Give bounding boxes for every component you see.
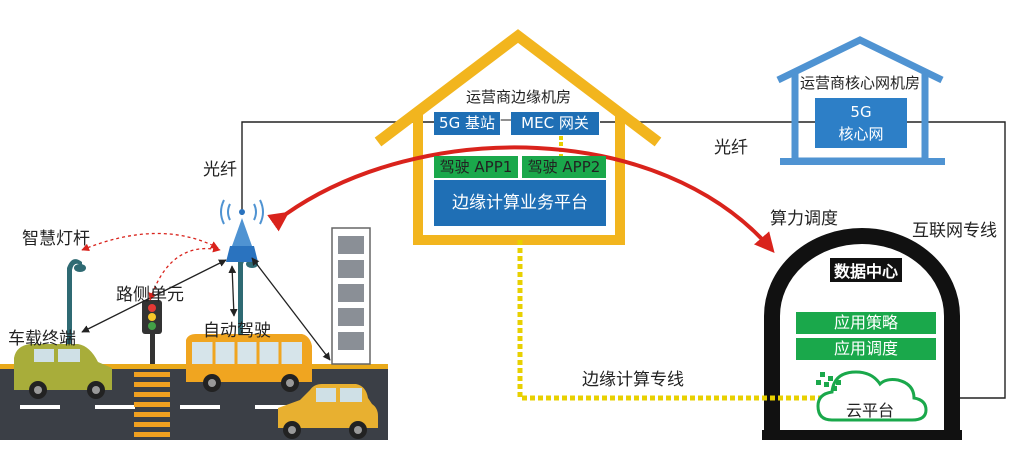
- fiber-label-right: 光纤: [714, 138, 748, 158]
- mec-gateway-box: MEC 网关: [511, 112, 599, 135]
- compute-dispatch-arrow: [267, 145, 775, 254]
- core-room-house: [776, 36, 945, 165]
- rsu-dashed-links: [81, 232, 221, 301]
- base-station-box: 5G 基站: [434, 112, 500, 135]
- app-policy-label: 应用策略: [833, 313, 898, 332]
- cloud-platform-label: 云平台: [846, 401, 895, 420]
- street-scene: [0, 199, 388, 440]
- building: [331, 227, 371, 365]
- vehicle-car-yellow: [278, 384, 378, 439]
- compute-dispatch-label: 算力调度: [770, 209, 838, 229]
- data-center-title: 数据中心: [830, 258, 903, 282]
- dash-separator: —: [500, 112, 514, 128]
- signal-tower-icon: [220, 199, 264, 262]
- smart-pole-label: 智慧灯杆: [22, 229, 90, 249]
- core-network-box: 5G 核心网: [815, 98, 907, 148]
- fiber-line-left: [241, 121, 436, 215]
- fiber-lines: [241, 121, 1006, 399]
- vehicle-car-olive: [14, 344, 112, 399]
- roadside-unit-label: 路侧单元: [116, 285, 184, 305]
- app2-box: 驾驶 APP2: [522, 156, 606, 178]
- edge-platform-label: 边缘计算业务平台: [452, 193, 588, 213]
- vehicle-terminal-label: 车载终端: [8, 329, 76, 349]
- mec-gateway-label: MEC 网关: [521, 114, 589, 132]
- app-scheduling-box: 应用调度: [796, 338, 936, 360]
- edge-dedicated-line: [517, 240, 826, 401]
- app2-label: 驾驶 APP2: [527, 158, 601, 176]
- core-network-line1: 5G: [850, 103, 872, 121]
- fiber-line-right: [600, 121, 1006, 399]
- traffic-light-icon: [142, 300, 162, 364]
- base-station-label: 5G 基站: [439, 114, 495, 132]
- fiber-label-left: 光纤: [203, 160, 237, 180]
- internet-line-label: 互联网专线: [912, 221, 997, 241]
- data-center-tunnel: [762, 228, 962, 440]
- edge-room-title: 运营商边缘机房: [466, 88, 572, 106]
- core-room-title: 运营商核心网机房: [800, 74, 921, 92]
- autonomous-driving-label: 自动驾驶: [203, 321, 271, 341]
- app-scheduling-label: 应用调度: [833, 339, 898, 358]
- app-policy-box: 应用策略: [796, 312, 936, 334]
- edge-platform-box: 边缘计算业务平台: [434, 180, 606, 226]
- app1-label: 驾驶 APP1: [439, 158, 513, 176]
- cloud-platform-icon: [816, 370, 928, 422]
- crosswalk: [134, 372, 170, 437]
- app1-box: 驾驶 APP1: [434, 156, 518, 178]
- edge-line-label: 边缘计算专线: [582, 370, 684, 390]
- core-network-line2: 核心网: [838, 125, 884, 143]
